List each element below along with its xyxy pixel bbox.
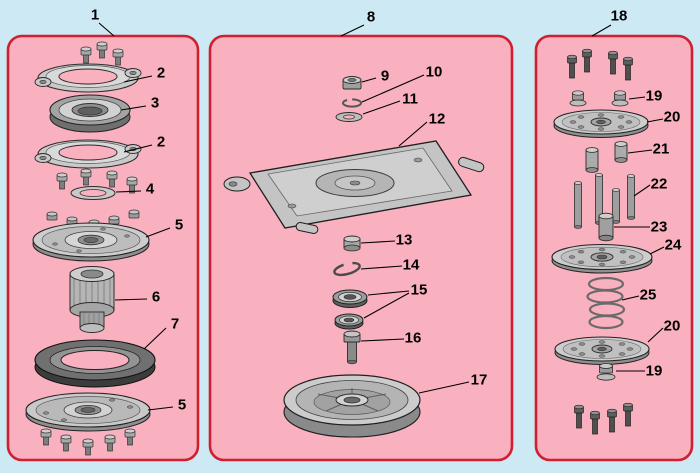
callout-thick-spacer: 23 xyxy=(650,218,668,236)
part-long-spacers xyxy=(574,173,635,229)
callout-nut-bottom: 19 xyxy=(645,362,663,380)
part-pulley-disc-lower xyxy=(25,392,151,432)
part-deck-plate xyxy=(223,140,485,234)
callout-nut-top: 19 xyxy=(645,87,663,105)
callout-pulley: 17 xyxy=(470,371,488,389)
callout-cap-spacer: 13 xyxy=(395,231,413,249)
part-friction-ring xyxy=(34,339,156,388)
panel-3-parts xyxy=(551,48,653,435)
part-nut-washer-bottom xyxy=(596,363,616,381)
part-cap-spacer xyxy=(343,235,361,252)
part-washer-ring xyxy=(70,186,116,200)
callout-washer-ring: 4 xyxy=(145,180,155,198)
callout-snap-ring: 14 xyxy=(402,256,420,274)
callout-splined-hub: 6 xyxy=(151,288,161,306)
leader-lines xyxy=(98,22,665,411)
part-splined-hub xyxy=(69,266,115,333)
part-mounting-flange-top xyxy=(34,63,142,93)
part-washer xyxy=(335,112,363,122)
part-snap-ring xyxy=(333,261,361,277)
panel-3-label: 18 xyxy=(610,7,628,25)
callout-deck-plate: 12 xyxy=(428,110,446,128)
part-lock-ring xyxy=(342,98,362,108)
callout-disc-lower: 5 xyxy=(177,396,187,414)
part-disc-top xyxy=(553,109,649,138)
callout-friction-ring: 7 xyxy=(170,315,180,333)
part-mounting-flange-bottom xyxy=(34,139,142,169)
part-shoulder-bolt xyxy=(343,330,361,365)
callout-disc-bottom: 20 xyxy=(663,317,681,335)
part-disc-middle xyxy=(551,243,653,274)
part-spring xyxy=(586,276,626,330)
callout-disc-top: 20 xyxy=(663,108,681,126)
panel-2-parts xyxy=(223,76,485,438)
panel-1-label: 1 xyxy=(90,6,100,24)
callout-disc-middle: 24 xyxy=(664,236,682,254)
part-nut-washer-top-right xyxy=(611,90,629,107)
part-hex-nut xyxy=(342,76,362,90)
callout-washer: 11 xyxy=(402,90,418,108)
part-nut-washer-top-left xyxy=(569,90,587,107)
callout-lock-ring: 10 xyxy=(425,63,443,81)
callout-long-spacers: 22 xyxy=(650,175,668,193)
part-pulley-disc-upper xyxy=(32,222,150,262)
part-bearing xyxy=(49,94,131,133)
part-bearing-upper xyxy=(332,289,368,308)
callout-spring: 25 xyxy=(639,286,657,304)
part-disc-bottom xyxy=(554,336,650,365)
panel-1-parts xyxy=(25,41,156,456)
callout-flange-top: 2 xyxy=(156,64,166,82)
callout-bearings: 15 xyxy=(410,281,428,299)
callout-hex-nut: 9 xyxy=(380,67,390,85)
callout-bearing: 3 xyxy=(150,94,160,112)
part-short-spacers xyxy=(585,141,628,173)
callout-short-spacers: 21 xyxy=(652,140,670,158)
part-pulley xyxy=(283,374,421,438)
panel-2-label: 8 xyxy=(366,8,376,26)
part-bearing-lower xyxy=(334,313,364,330)
callout-shoulder-bolt: 16 xyxy=(404,329,422,347)
part-thick-spacer xyxy=(598,212,614,242)
callout-disc-upper: 5 xyxy=(174,216,184,234)
callout-flange-bottom: 2 xyxy=(156,133,166,151)
